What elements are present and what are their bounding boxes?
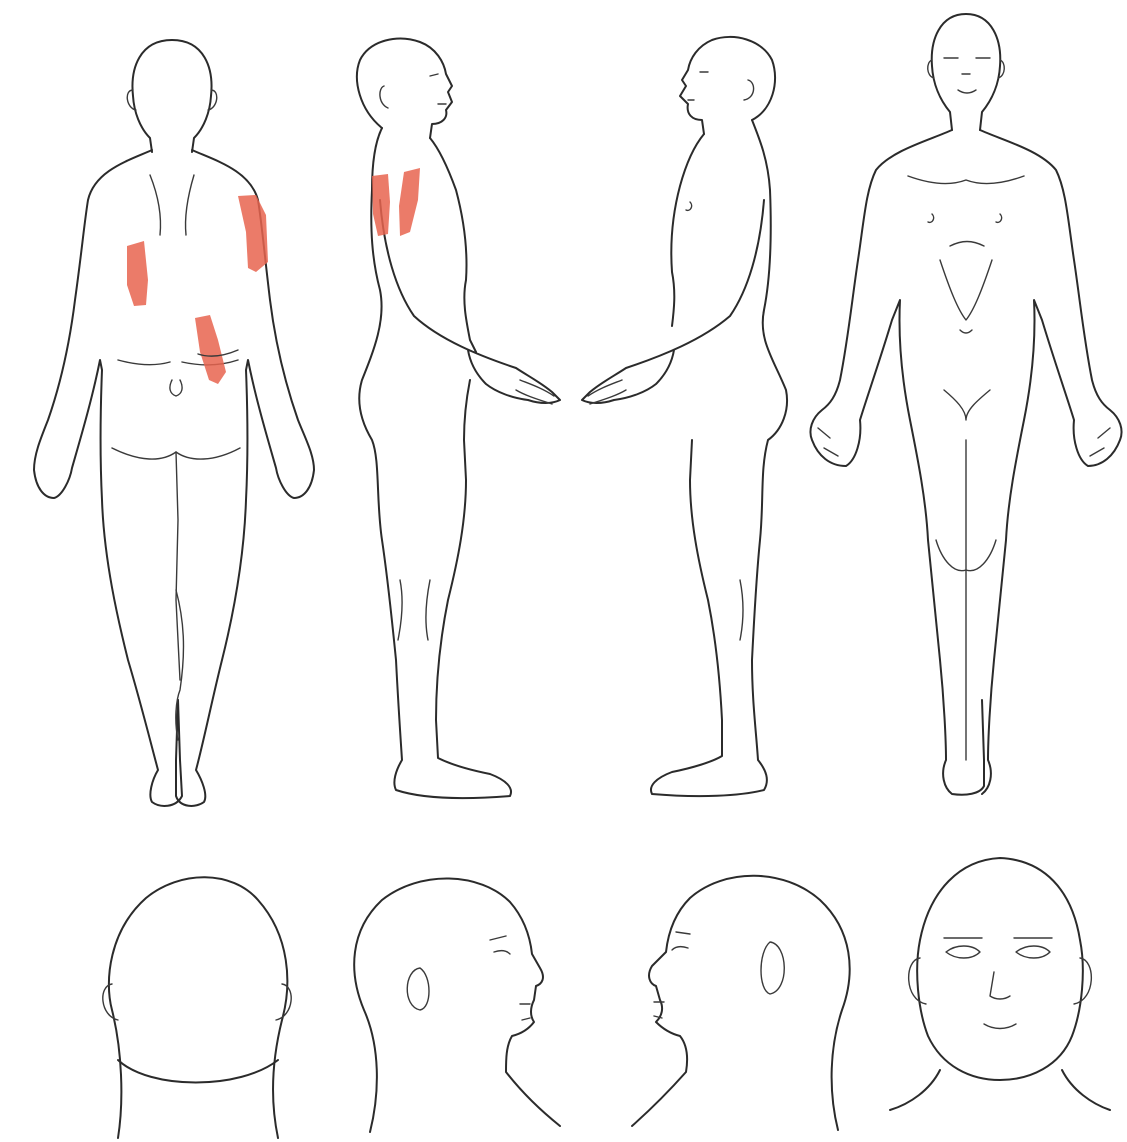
pain-mark-shoulder-back <box>399 168 420 236</box>
body-left-side-view <box>582 37 787 796</box>
head-back-view <box>103 877 291 1138</box>
pain-mark-right-lower-back <box>195 315 226 384</box>
head-right-side-view <box>354 878 560 1132</box>
body-back-view <box>34 40 314 806</box>
head-left-side-view <box>632 876 850 1130</box>
body-right-side-view <box>357 39 560 798</box>
pain-mark-left-shoulder-blade <box>127 241 148 306</box>
head-front-view <box>890 858 1110 1110</box>
pain-mark-shoulder-front <box>372 174 390 236</box>
body-front-view <box>810 14 1121 795</box>
pain-mark-right-upper-back <box>238 195 268 272</box>
